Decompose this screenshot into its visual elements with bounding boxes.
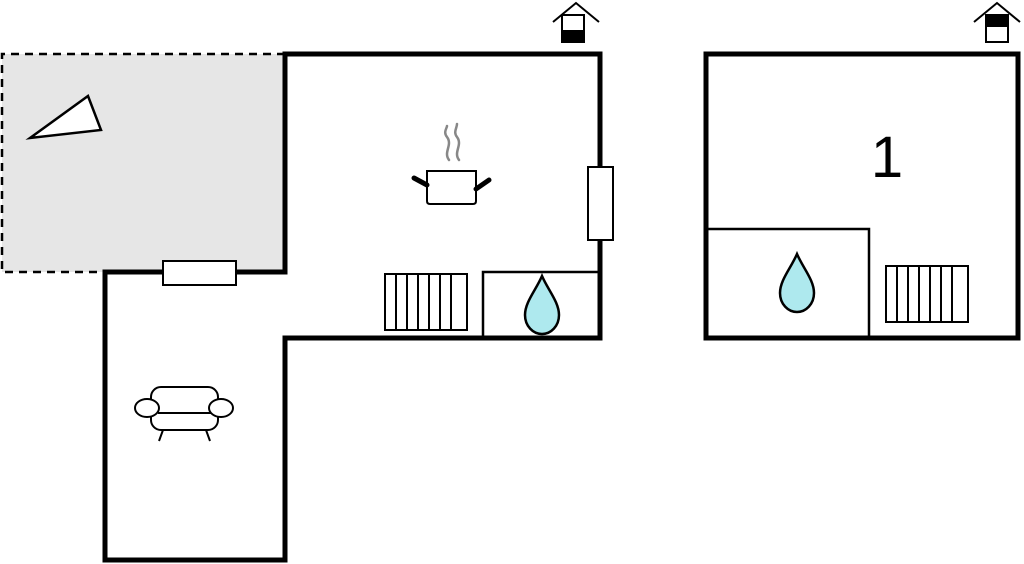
water-drop-icon [523, 272, 561, 336]
sofa-back [150, 386, 219, 431]
terrace-dashed-border [0, 52, 285, 274]
bedroom-number-label: 1 [871, 125, 903, 190]
terrace-door [162, 260, 237, 286]
terrace-area [0, 52, 285, 274]
pot-handle-left [411, 175, 430, 188]
steam-line-2 [453, 122, 461, 162]
sofa-arm-left [134, 398, 160, 418]
cooking-pot-icon [411, 122, 492, 205]
pot-body [426, 170, 477, 205]
upper-floor-walls [703, 51, 1021, 341]
sofa-icon [134, 386, 234, 442]
house-level-upper-icon [973, 1, 1021, 43]
kitchen-window [587, 166, 614, 241]
house-level-lower-icon [552, 1, 600, 43]
radiator-icon [885, 265, 969, 323]
terrace-fill [2, 54, 285, 272]
kitchen-bathroom-walls [481, 270, 600, 338]
steam-line-1 [443, 124, 451, 162]
bedroom-bathroom-walls [706, 227, 871, 338]
water-drop-icon [778, 250, 816, 314]
sofa-arm-right [208, 398, 234, 418]
pot-handle-right [473, 177, 492, 192]
radiator-icon [384, 273, 468, 331]
sofa-leg-left [158, 429, 164, 442]
sunbed-icon [25, 94, 103, 140]
sofa-leg-right [205, 429, 211, 442]
